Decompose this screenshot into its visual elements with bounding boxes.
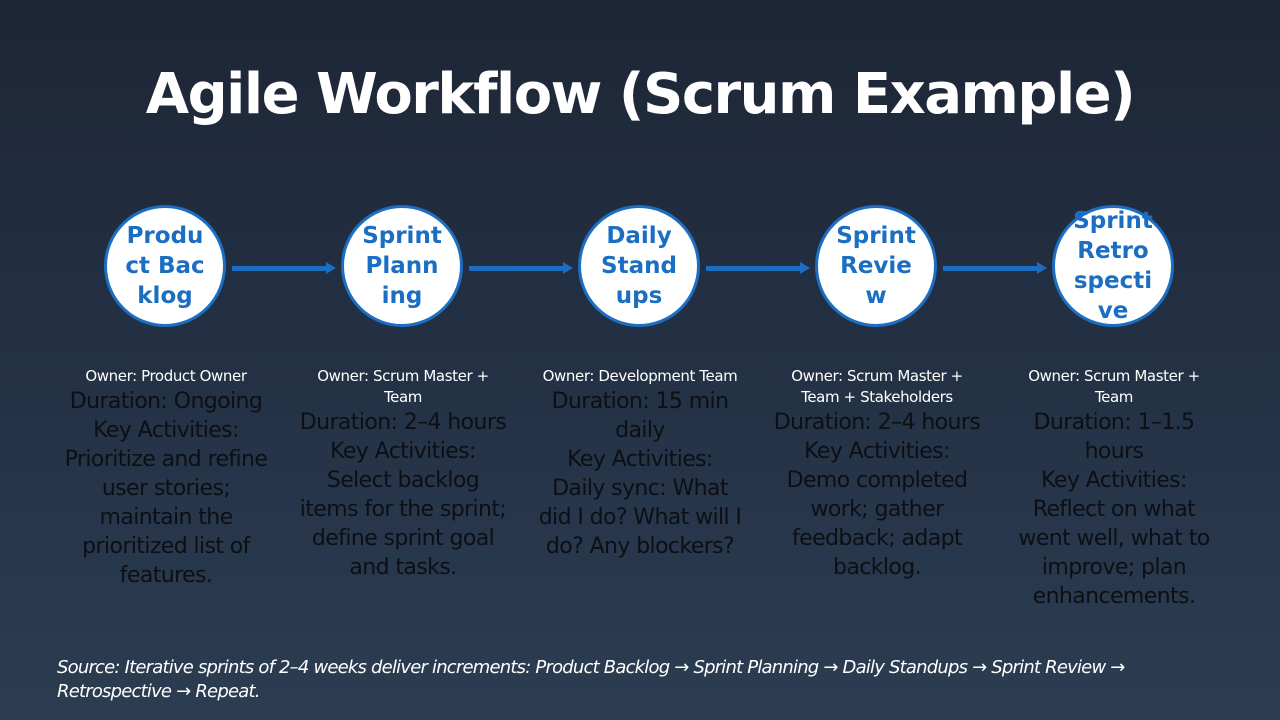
node-label: Sprint Retrospective bbox=[1073, 208, 1153, 324]
step-info-daily-standups: Owner: Development Team Duration: 15 min… bbox=[535, 366, 745, 561]
node-label: Sprint Review bbox=[836, 223, 916, 309]
node-sprint-planning: Sprint Planning bbox=[341, 205, 463, 327]
arrow-line bbox=[232, 266, 328, 271]
activities-text: Prioritize and refine user stories; main… bbox=[64, 447, 268, 588]
owner-text: Owner: Development Team bbox=[542, 367, 738, 385]
step-info-sprint-review: Owner: Scrum Master + Team + Stakeholder… bbox=[772, 366, 982, 582]
slide-title: Agile Workflow (Scrum Example) bbox=[145, 62, 1136, 127]
activities-label: Key Activities: bbox=[804, 439, 950, 464]
arrow-head bbox=[1037, 262, 1047, 274]
duration-text: Duration: 2–4 hours bbox=[299, 410, 507, 435]
activities-text: Reflect on what went well, what to impro… bbox=[1018, 497, 1210, 609]
node-daily-standups: Daily Standups bbox=[578, 205, 700, 327]
node-label: Daily Standups bbox=[601, 223, 677, 309]
arrow-head bbox=[326, 262, 336, 274]
arrow-head bbox=[800, 262, 810, 274]
activities-label: Key Activities: bbox=[93, 418, 239, 443]
owner-text: Owner: Scrum Master + Team bbox=[317, 367, 489, 406]
node-product-backlog: Product Backlog bbox=[104, 205, 226, 327]
owner-text: Owner: Product Owner bbox=[85, 367, 247, 385]
step-info-product-backlog: Owner: Product Owner Duration: Ongoing K… bbox=[61, 366, 271, 590]
arrow-head bbox=[563, 262, 573, 274]
node-label: Product Backlog bbox=[125, 223, 205, 309]
arrow-icon bbox=[469, 262, 573, 274]
arrow-icon bbox=[943, 262, 1047, 274]
node-sprint-review: Sprint Review bbox=[815, 205, 937, 327]
node-label: Sprint Planning bbox=[362, 223, 442, 309]
arrow-icon bbox=[232, 262, 336, 274]
activities-label: Key Activities: bbox=[1041, 468, 1187, 493]
arrow-line bbox=[469, 266, 565, 271]
arrow-line bbox=[943, 266, 1039, 271]
activities-label: Key Activities: bbox=[567, 447, 713, 472]
duration-text: Duration: 1–1.5 hours bbox=[1033, 410, 1196, 464]
arrow-icon bbox=[706, 262, 810, 274]
node-sprint-retrospective: Sprint Retrospective bbox=[1052, 205, 1174, 327]
duration-text: Duration: Ongoing bbox=[69, 389, 263, 414]
activities-text: Daily sync: What did I do? What will I d… bbox=[538, 476, 742, 559]
step-info-sprint-planning: Owner: Scrum Master + Team Duration: 2–4… bbox=[298, 366, 508, 582]
owner-text: Owner: Scrum Master + Team + Stakeholder… bbox=[791, 367, 963, 406]
owner-text: Owner: Scrum Master + Team bbox=[1028, 367, 1200, 406]
activities-label: Key Activities: bbox=[330, 439, 476, 464]
duration-text: Duration: 15 min daily bbox=[551, 389, 729, 443]
step-info-sprint-retrospective: Owner: Scrum Master + Team Duration: 1–1… bbox=[1009, 366, 1219, 611]
duration-text: Duration: 2–4 hours bbox=[773, 410, 981, 435]
arrow-line bbox=[706, 266, 802, 271]
source-note: Source: Iterative sprints of 2–4 weeks d… bbox=[57, 657, 1125, 702]
activities-text: Select backlog items for the sprint; def… bbox=[299, 468, 507, 580]
activities-text: Demo completed work; gather feedback; ad… bbox=[786, 468, 968, 580]
